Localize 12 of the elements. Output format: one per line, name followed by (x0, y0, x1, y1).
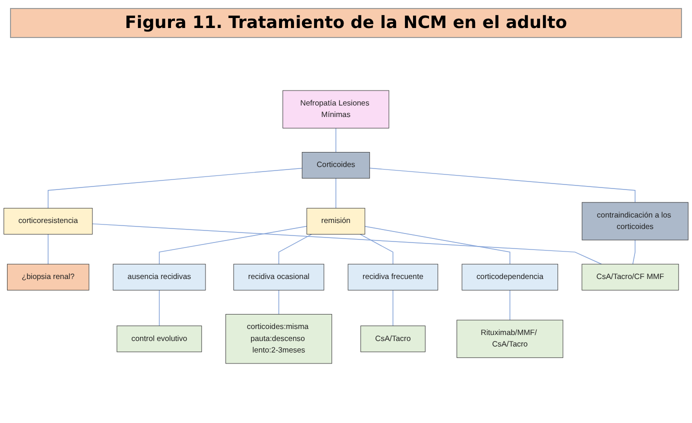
connector (158, 226, 308, 264)
connector (364, 226, 510, 264)
connector (158, 290, 160, 326)
connector (92, 223, 602, 264)
connector (369, 168, 636, 203)
connector (278, 290, 280, 315)
connector (48, 168, 302, 209)
title-banner: Figura 11. Tratamiento de la NCM en el adulto (10, 8, 682, 38)
connector (278, 234, 312, 264)
connector (360, 234, 394, 264)
connector (392, 290, 394, 326)
connector (632, 240, 636, 264)
